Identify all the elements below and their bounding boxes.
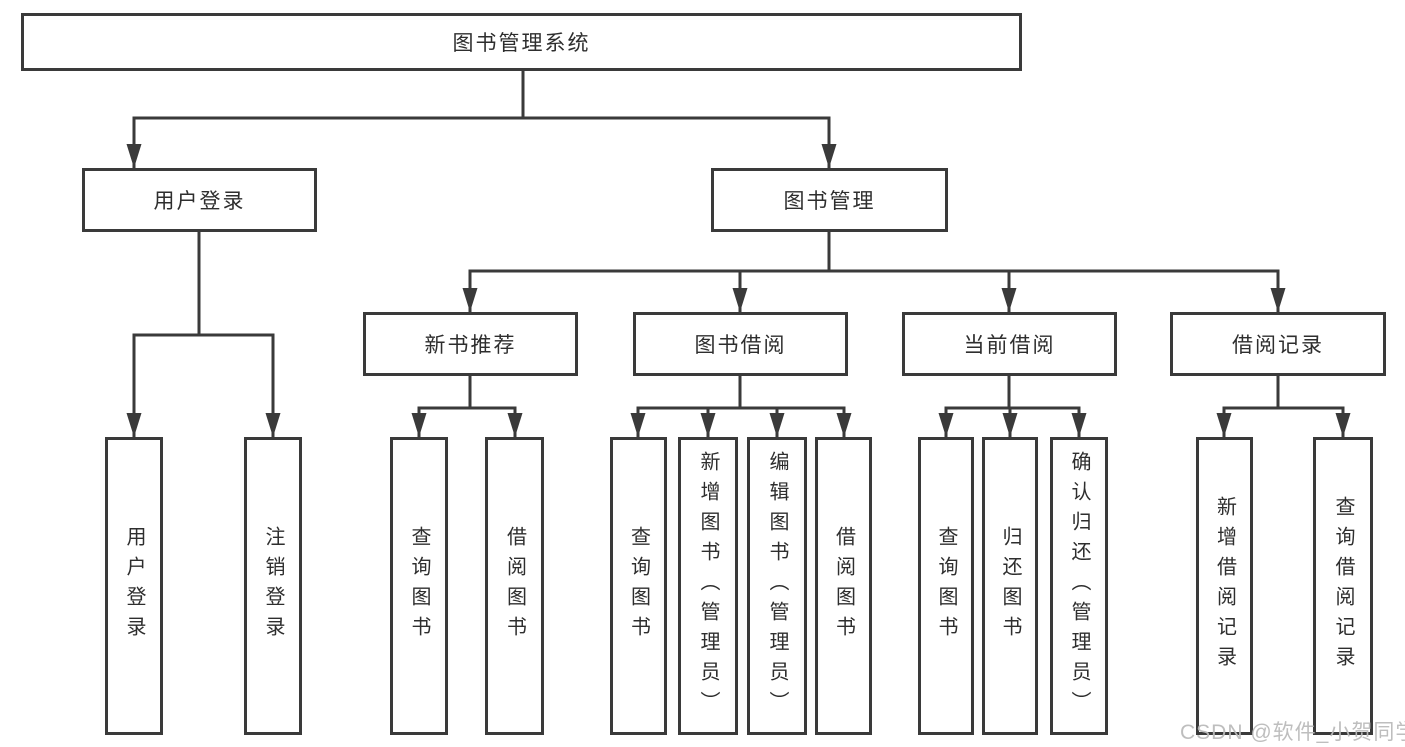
leaf-borrow-books: 借阅图书: [815, 437, 872, 735]
leaf-query-books-borrowing: 查询图书: [610, 437, 667, 735]
leaf-add-books-admin: 新增图书（管理员）: [678, 437, 738, 735]
csdn-watermark: CSDN @软件_小贺同学: [1180, 721, 1405, 744]
leaf-label: 查询图书: [935, 526, 957, 646]
node-label: 图书管理系统: [452, 32, 591, 55]
leaf-label: 新增借阅记录: [1213, 496, 1236, 676]
leaf-label: 用户登录: [123, 526, 145, 646]
node-label: 图书借阅: [694, 334, 787, 357]
node-label: 新书推荐: [424, 334, 517, 357]
leaf-query-books-recommendation: 查询图书: [390, 437, 448, 735]
leaf-label: 注销登录: [262, 526, 284, 646]
leaf-query-borrow-record: 查询借阅记录: [1313, 437, 1373, 735]
leaf-user-login: 用户登录: [105, 437, 163, 735]
node-label: 借阅记录: [1232, 334, 1324, 357]
leaf-edit-books-admin: 编辑图书（管理员）: [747, 437, 807, 735]
leaf-label: 编辑图书（管理员）: [766, 451, 788, 721]
node-book-management: 图书管理: [711, 168, 948, 232]
node-borrowing-records: 借阅记录: [1170, 312, 1386, 376]
leaf-label: 查询借阅记录: [1332, 496, 1354, 676]
leaf-confirm-return-admin: 确认归还（管理员）: [1050, 437, 1108, 735]
leaf-label: 借阅图书: [503, 526, 526, 646]
node-label: 用户登录: [153, 190, 246, 213]
leaf-label: 查询图书: [408, 526, 430, 646]
node-label: 当前借阅: [963, 334, 1056, 357]
leaf-label: 确认归还（管理员）: [1068, 451, 1090, 721]
leaf-add-borrow-record: 新增借阅记录: [1196, 437, 1253, 735]
leaf-logout: 注销登录: [244, 437, 302, 735]
node-book-borrowing: 图书借阅: [633, 312, 848, 376]
node-current-borrowing: 当前借阅: [902, 312, 1117, 376]
leaf-return-books: 归还图书: [982, 437, 1038, 735]
leaf-label: 查询图书: [627, 526, 650, 646]
leaf-query-books-current: 查询图书: [918, 437, 974, 735]
leaf-label: 借阅图书: [832, 526, 855, 646]
node-label: 图书管理: [783, 190, 876, 213]
node-new-book-recommendation: 新书推荐: [363, 312, 578, 376]
node-library-management-system: 图书管理系统: [21, 13, 1022, 71]
leaf-label: 归还图书: [999, 526, 1021, 646]
leaf-borrow-books-recommendation: 借阅图书: [485, 437, 544, 735]
leaf-label: 新增图书（管理员）: [697, 451, 719, 721]
node-user-login: 用户登录: [82, 168, 317, 232]
